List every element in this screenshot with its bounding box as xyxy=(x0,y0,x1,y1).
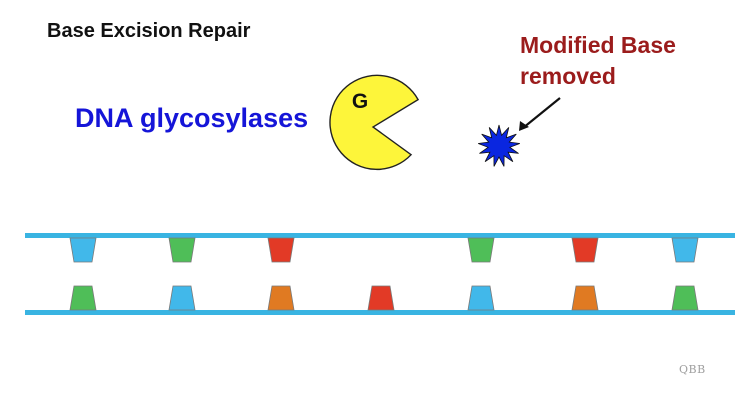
dna-backbone-top xyxy=(25,233,735,238)
top-base-green-5 xyxy=(467,237,495,263)
glycosylase-body xyxy=(329,74,420,171)
bottom-strand-bases xyxy=(69,285,699,311)
bottom-base-orange-6 xyxy=(571,285,599,311)
top-base-red-3 xyxy=(267,237,295,263)
removed-base-annotation: Modified Base removed xyxy=(520,30,676,92)
top-base-blue-1 xyxy=(69,237,97,263)
glycosylase-enzyme: G xyxy=(329,74,420,171)
top-strand-bases xyxy=(69,237,699,263)
top-base-green-2 xyxy=(168,237,196,263)
top-base-red-6 xyxy=(571,237,599,263)
watermark-logo: QBB xyxy=(679,363,706,376)
enzyme-label: DNA glycosylases xyxy=(75,103,309,133)
top-base-blue-7 xyxy=(671,237,699,263)
slide-title: Base Excision Repair xyxy=(47,20,251,42)
annotation-line-2: removed xyxy=(520,63,616,89)
bottom-base-orange-3 xyxy=(267,285,295,311)
glycosylase-symbol: G xyxy=(352,90,368,113)
annotation-arrow xyxy=(519,97,561,131)
bottom-base-blue-2 xyxy=(168,285,196,311)
removed-base-starburst xyxy=(478,124,520,167)
bottom-base-blue-5 xyxy=(467,285,495,311)
bottom-base-green-7 xyxy=(671,285,699,311)
bottom-base-green-1 xyxy=(69,285,97,311)
dna-backbone-bottom xyxy=(25,310,735,315)
bottom-base-red-4 xyxy=(367,285,395,311)
annotation-line-1: Modified Base xyxy=(520,32,676,58)
